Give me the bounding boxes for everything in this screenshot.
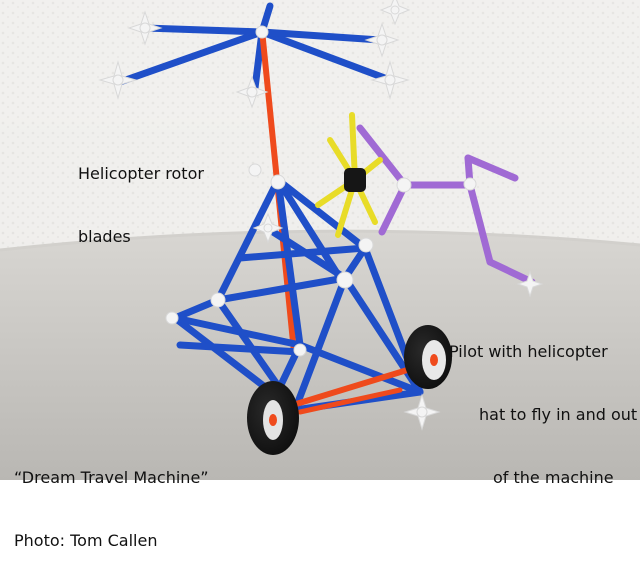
caption-pilot-line-2: hat to fly in and out	[479, 405, 638, 424]
pilot-head-spool	[344, 168, 366, 192]
caption-rotor-line-2: blades	[78, 227, 131, 246]
rear-wheel	[404, 325, 452, 389]
caption-title-line: “Dream Travel Machine”	[14, 468, 209, 487]
towel-texture	[0, 0, 640, 250]
caption-rotor-blades: Helicopter rotor blades	[78, 121, 204, 268]
table-edge-shadow	[0, 229, 640, 252]
caption-pilot-line-1: Pilot with helicopter	[449, 342, 608, 361]
connectors	[98, 0, 544, 431]
caption-rotor-line-1: Helicopter rotor	[78, 164, 204, 183]
caption-pilot: Pilot with helicopter hat to fly in and …	[449, 299, 637, 509]
caption-pilot-line-3: of the machine	[493, 468, 614, 487]
pilot-figure	[356, 124, 536, 286]
caption-credit-line: Photo: Tom Callen	[14, 531, 158, 550]
front-wheel	[247, 381, 299, 455]
orange-bottom-bar	[297, 387, 403, 415]
caption-photo-credit: “Dream Travel Machine” Photo: Tom Callen	[14, 425, 209, 572]
photo-scene	[0, 0, 640, 480]
